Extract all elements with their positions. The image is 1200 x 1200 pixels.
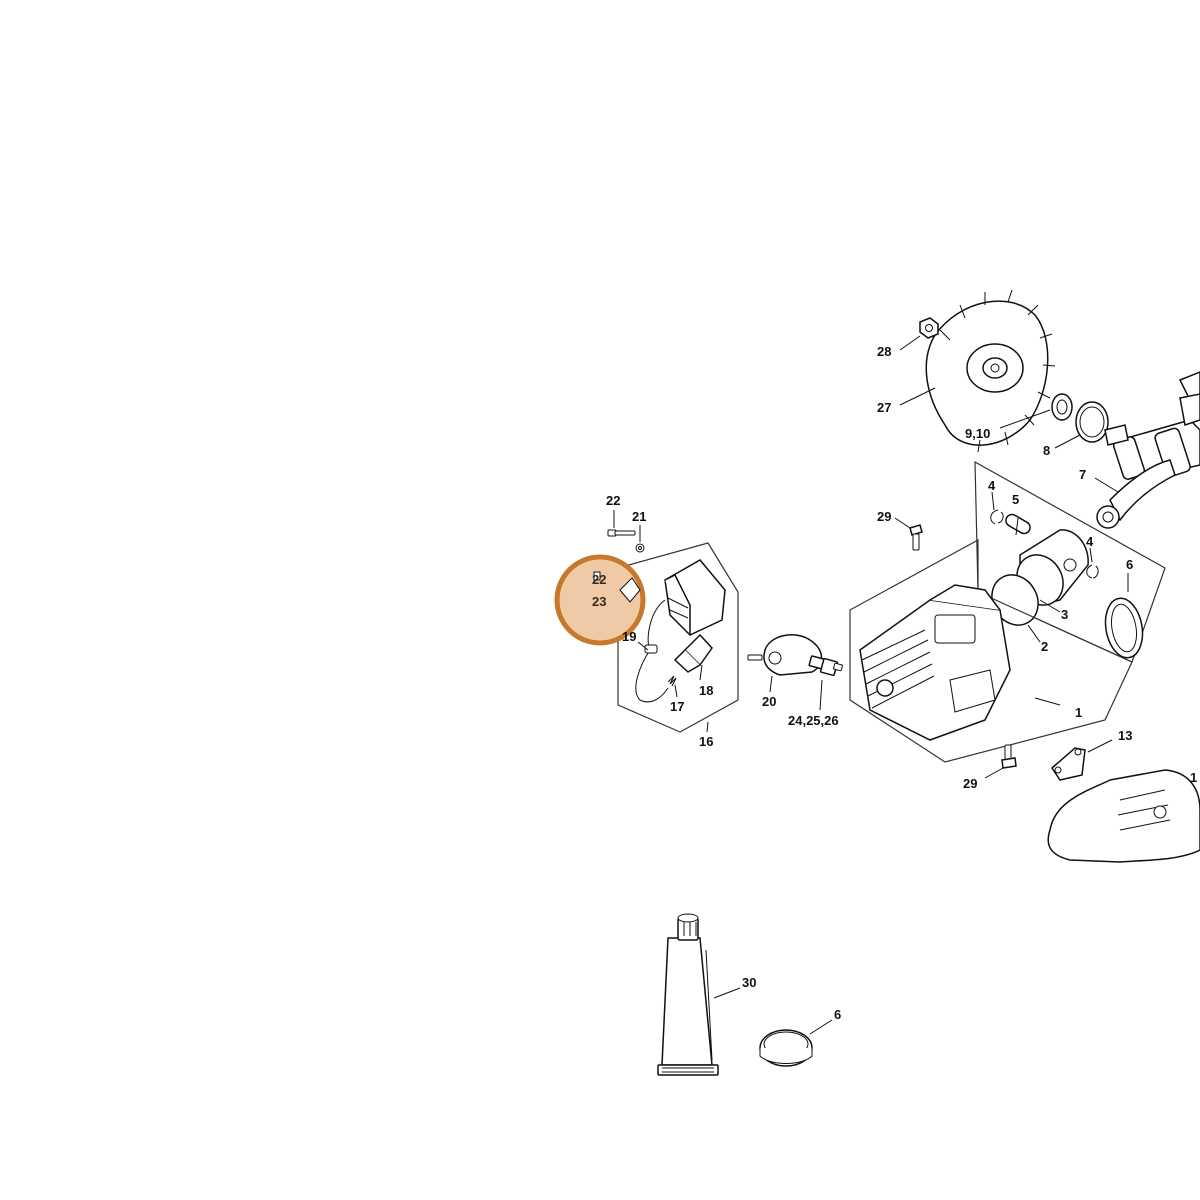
ignition-module-part[interactable] [664, 559, 726, 636]
label-24-25-26: 24,25,26 [788, 713, 839, 728]
highlight-callout[interactable] [554, 554, 646, 646]
label-4-right: 4 [1086, 534, 1094, 549]
ignition-lead-part[interactable] [635, 599, 669, 703]
label-4-left: 4 [988, 478, 996, 493]
label-13: 13 [1118, 728, 1132, 743]
label-30: 30 [742, 975, 756, 990]
highlighted-retainer-part [593, 571, 641, 603]
label-22-top: 22 [606, 493, 620, 508]
piston-pin[interactable] [1004, 512, 1033, 535]
label-2: 2 [1041, 639, 1048, 654]
spark-plug-boot-part[interactable] [673, 633, 713, 673]
label-1: 1 [1075, 705, 1082, 720]
label-29-top: 29 [877, 509, 891, 524]
gasket-part[interactable] [1051, 747, 1086, 781]
flange-part[interactable] [747, 634, 823, 676]
highlight-label-23: 23 [592, 594, 606, 609]
washer-21-part[interactable] [635, 543, 645, 553]
crankshaft-part[interactable] [1096, 371, 1200, 529]
spark-plug-part[interactable] [808, 655, 843, 677]
label-17: 17 [670, 699, 684, 714]
cylinder-part[interactable] [859, 584, 1011, 741]
label-5: 5 [1012, 492, 1019, 507]
label-21: 21 [632, 509, 646, 524]
highlight-label-22: 22 [592, 572, 606, 587]
label-1-right: 1 [1190, 770, 1197, 785]
label-19: 19 [622, 629, 636, 644]
bushing-part[interactable] [1101, 595, 1147, 660]
label-8: 8 [1043, 443, 1050, 458]
ignition-group-box [617, 542, 739, 733]
label-27: 27 [877, 400, 891, 415]
bushing-part-loose[interactable] [759, 1029, 813, 1067]
intake-housing-part[interactable] [1047, 769, 1200, 863]
label-7: 7 [1079, 467, 1086, 482]
flywheel-part[interactable] [925, 289, 1056, 453]
screw-lower[interactable] [1001, 744, 1017, 769]
cylinder-group-box [849, 538, 1133, 763]
label-20: 20 [762, 694, 776, 709]
label-6-bottom: 6 [834, 1007, 841, 1022]
label-29-bottom: 29 [963, 776, 977, 791]
piston-pin-clips[interactable] [990, 509, 1099, 579]
label-3: 3 [1061, 607, 1068, 622]
spring-part[interactable] [667, 675, 677, 687]
label-6-top: 6 [1126, 557, 1133, 572]
label-18: 18 [699, 683, 713, 698]
screw-upper[interactable] [909, 524, 923, 551]
label-28: 28 [877, 344, 891, 359]
label-9-10: 9,10 [965, 426, 990, 441]
nut-part[interactable] [919, 317, 939, 339]
label-16: 16 [699, 734, 713, 749]
piston-part[interactable] [1008, 529, 1089, 614]
screw-22-part[interactable] [607, 529, 636, 537]
grease-tube-part[interactable] [657, 913, 719, 1076]
bearing-part[interactable] [1051, 393, 1109, 443]
